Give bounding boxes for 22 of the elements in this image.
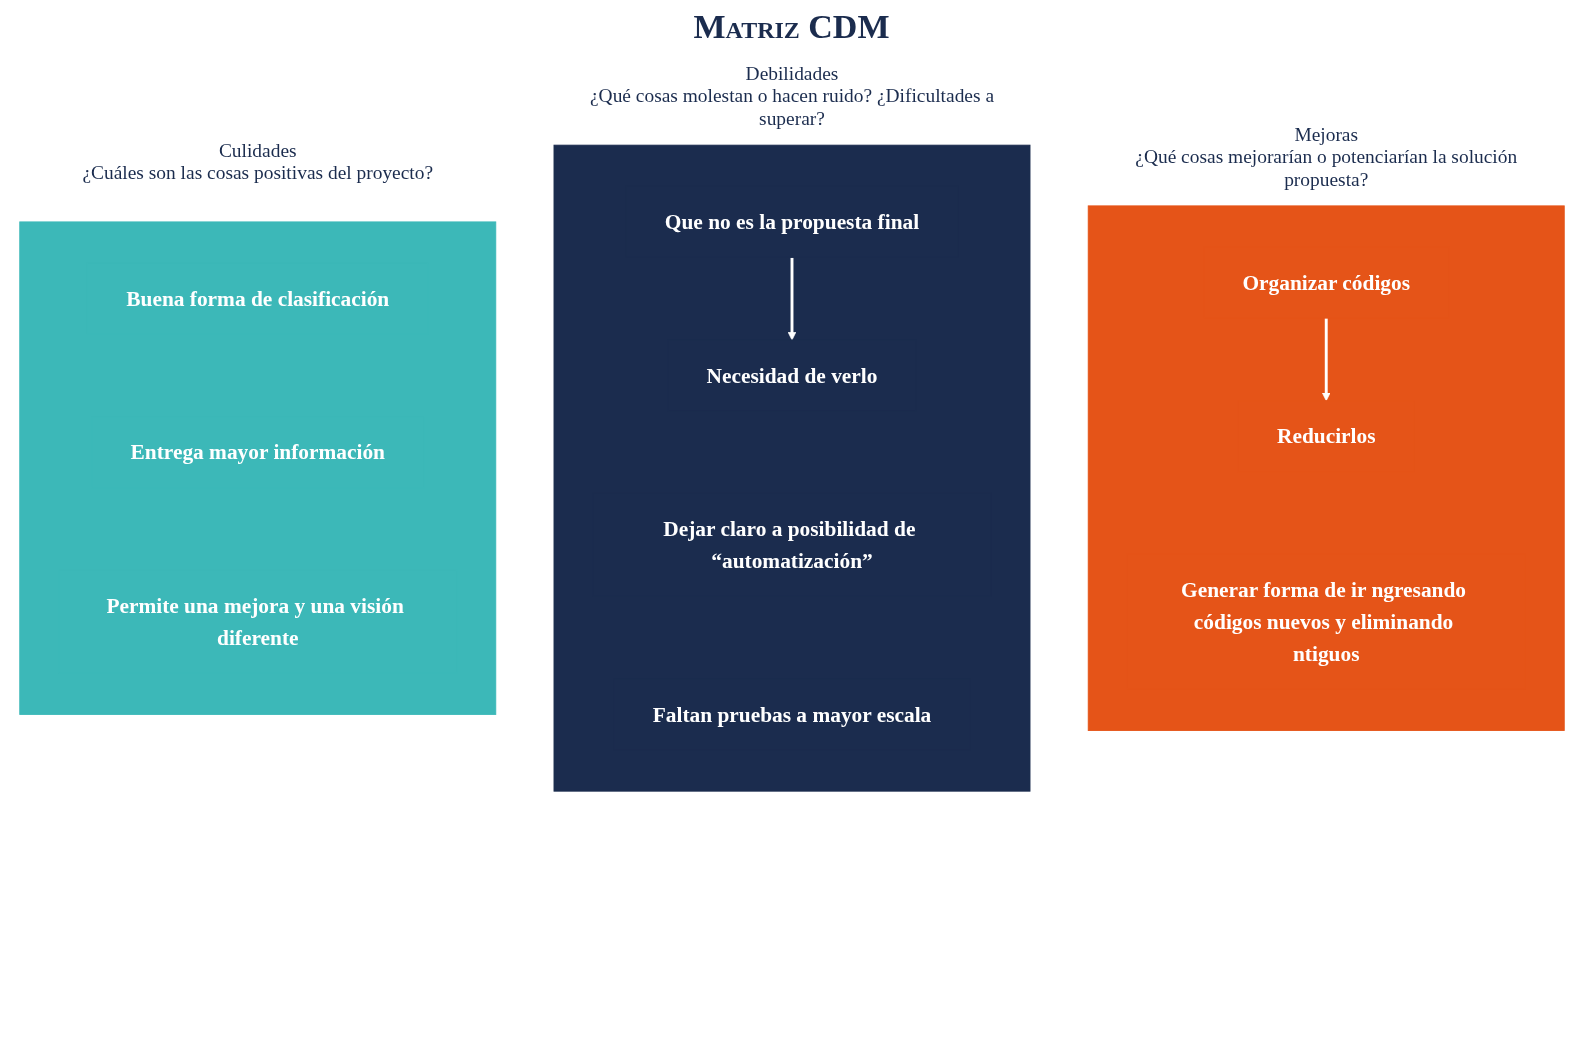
node-text: Generar forma de ir ngresando códigos nuevos y eliminando ntiguos <box>1180 577 1466 666</box>
cluster <box>553 144 1030 792</box>
cluster <box>18 221 496 715</box>
arrow <box>787 257 796 341</box>
cluster <box>1087 205 1565 731</box>
node-text: Necesidad de verlo <box>706 363 877 388</box>
node-text: Organizar códigos <box>1241 270 1410 295</box>
node-label: Mejoras <box>1293 123 1358 145</box>
node-text: Permite una mejora y una visión diferente <box>105 593 404 650</box>
node-label: ¿Cuáles son las cosas positivas del proyecto? <box>81 161 433 184</box>
node-text: Faltan pruebas a mayor escala <box>652 702 931 727</box>
node-label: ¿Qué cosas mejorarían o potenciarían la solución propuesta? <box>1134 145 1517 190</box>
node-text: Buena forma de clasificación <box>125 286 389 311</box>
node-label: ¿Qué cosas molestan o hacen ruido? ¿Dificultades a superar? <box>589 84 994 129</box>
node-text: Que no es la propuesta final <box>664 209 919 235</box>
node-text: Entrega mayor información <box>130 439 385 465</box>
node-label: Culidades <box>218 139 297 161</box>
diagram-title: Matriz CDM <box>693 8 890 46</box>
arrow <box>1321 318 1330 402</box>
node-text: Dejar claro a posibilidad de “automatización” <box>662 516 915 574</box>
node-text: Reducirlos <box>1276 423 1376 449</box>
node-label: Debilidades <box>745 62 838 84</box>
